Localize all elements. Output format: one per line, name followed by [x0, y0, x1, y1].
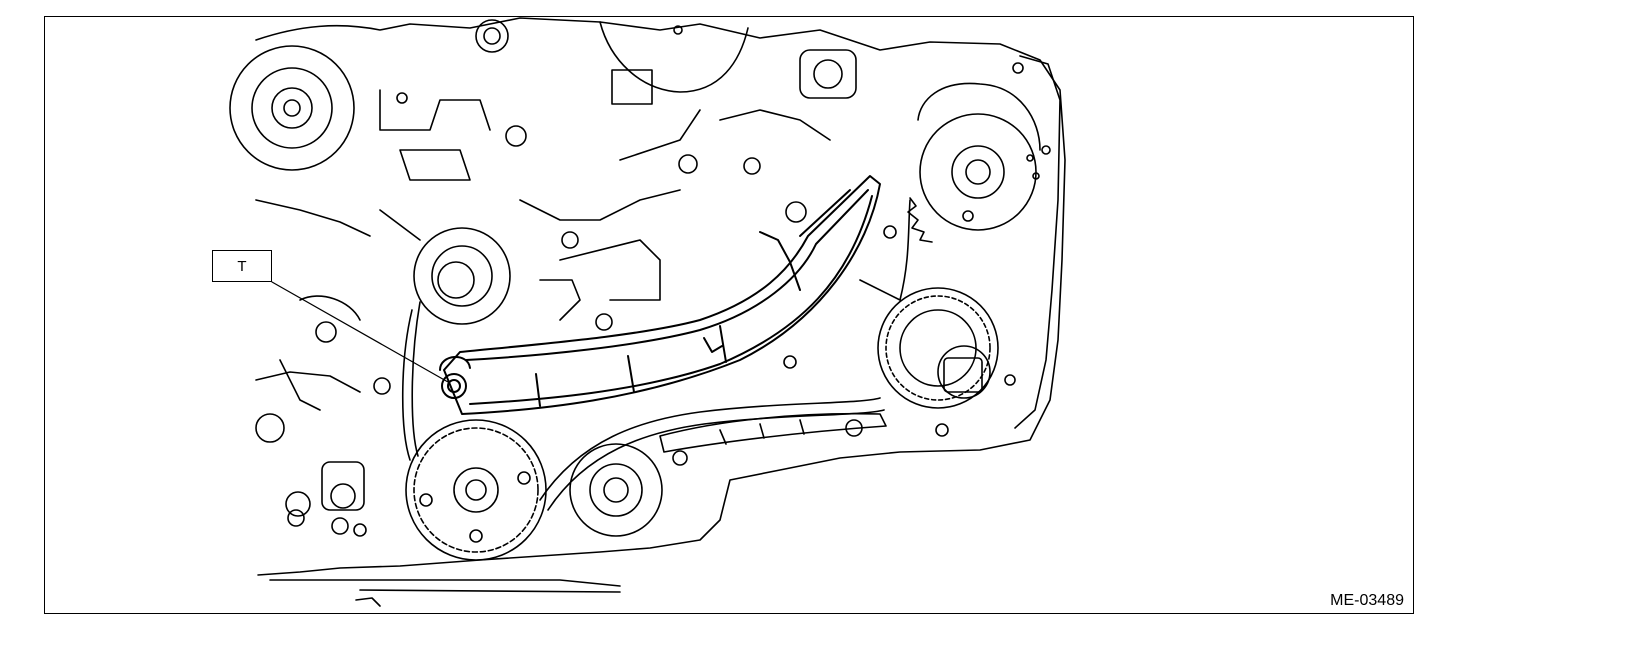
callout-label: T — [237, 257, 247, 275]
housing-details — [255, 25, 1051, 537]
figure-id: ME-03489 — [1330, 592, 1404, 609]
lower-chain-guide — [659, 412, 887, 466]
callout-leader-line — [271, 281, 449, 383]
upper-left-pulley — [229, 45, 355, 171]
engine-case-outline — [255, 17, 1066, 607]
idler-sprocket — [569, 443, 663, 537]
guide-pivot-bolt — [439, 356, 471, 399]
left-idler-pulley — [413, 227, 511, 325]
callout-label-box: T — [212, 250, 272, 282]
top-housing — [475, 19, 857, 105]
chain-guide-rail — [443, 175, 881, 415]
upper-cam-sprocket — [907, 113, 1040, 243]
timing-chain — [401, 82, 1041, 511]
figure-frame — [44, 16, 1414, 614]
crank-sprocket — [405, 419, 547, 561]
lower-cam-sprocket — [877, 287, 999, 409]
